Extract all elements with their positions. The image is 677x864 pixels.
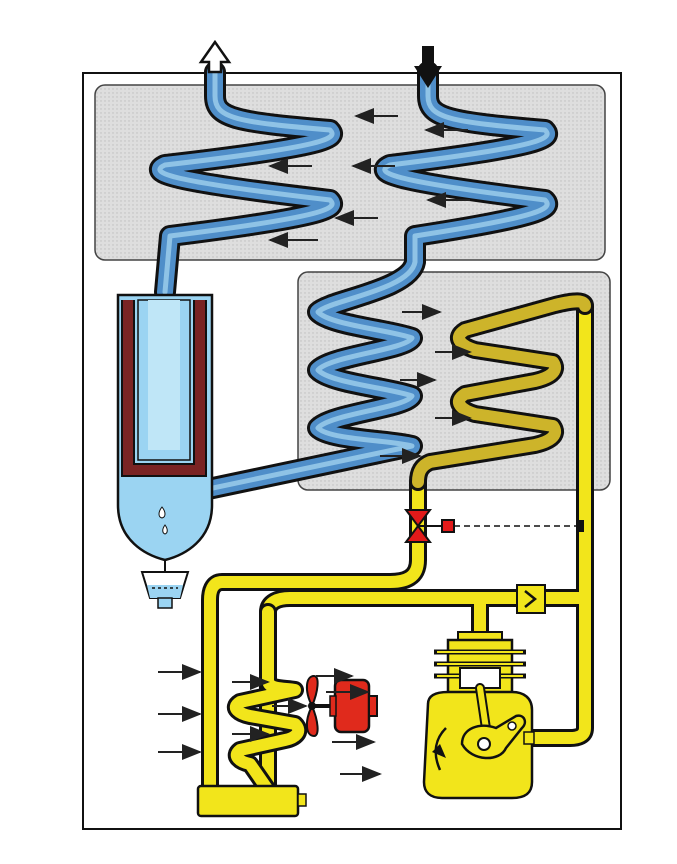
evaporator-flow-arrows: [380, 304, 472, 464]
refrigerant-pipe-network: [201, 292, 594, 799]
expansion-valve: [404, 509, 584, 543]
air-outlet-arrow-icon: [198, 39, 232, 74]
heat-exchanger-flow-arrows: [268, 108, 470, 248]
check-valve: [516, 584, 546, 614]
fan-motor: [329, 678, 378, 734]
air-pipe-network: [148, 61, 558, 507]
air-inlet-arrow-icon: [414, 46, 442, 88]
condensate-drain: [140, 560, 190, 609]
water-separator: [116, 293, 214, 562]
cooling-air-flow-arrows: [158, 664, 382, 782]
condenser-fan: [306, 674, 335, 738]
receiver: [196, 784, 307, 818]
refrigerant-compressor: [422, 631, 535, 800]
